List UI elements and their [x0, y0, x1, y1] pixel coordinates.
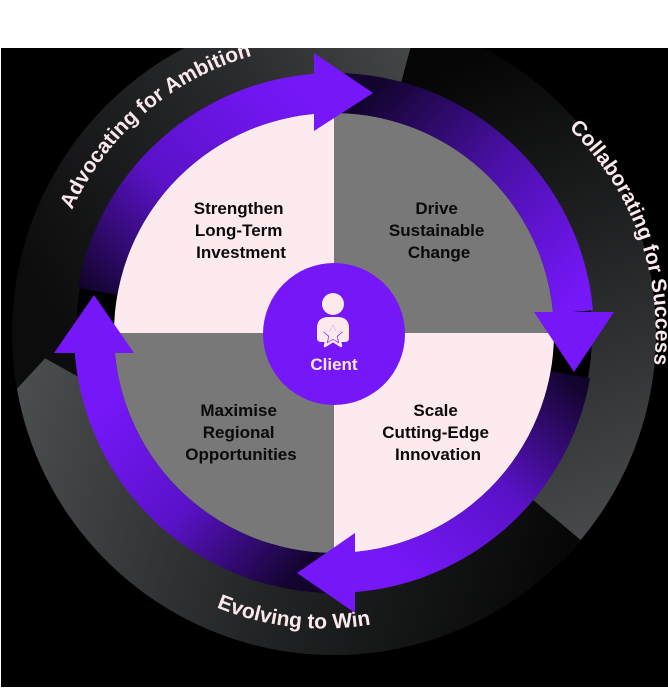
ring-segment-top-left — [77, 72, 335, 295]
quadrant-top-left — [114, 113, 334, 333]
quadrant-top-right — [334, 113, 554, 333]
arrowhead-down-icon — [534, 312, 614, 372]
outer-band-collaborating — [400, 48, 656, 561]
quadrant-labels: Strengthen Long-Term Investment Drive Su… — [185, 199, 493, 464]
outer-band-advocating — [12, 48, 462, 389]
quadrant-group — [114, 113, 554, 553]
outer-band-group: Advocating for Ambition Collaborating fo… — [12, 48, 668, 656]
arrowhead-right-icon — [314, 53, 373, 131]
quadrant-label-top-left: Strengthen Long-Term Investment — [194, 199, 288, 262]
quadrant-label-bottom-left: Maximise Regional Opportunities — [185, 401, 296, 464]
arrowhead-left-icon — [297, 533, 355, 613]
client-label: Client — [310, 355, 358, 374]
outer-band-evolving — [16, 358, 581, 656]
quadrant-bottom-right — [334, 333, 554, 553]
ring-segment-bottom-right — [334, 371, 591, 593]
arrowhead-up-icon — [54, 295, 134, 353]
cycle-ring — [54, 53, 614, 613]
quadrant-label-bottom-right: Scale Cutting-Edge Innovation — [382, 401, 493, 464]
client-star-icon — [317, 293, 349, 348]
quadrant-bottom-left — [114, 333, 334, 553]
client-hub: Client — [263, 263, 405, 405]
quadrant-label-top-right: Drive Sustainable Change — [389, 199, 489, 262]
